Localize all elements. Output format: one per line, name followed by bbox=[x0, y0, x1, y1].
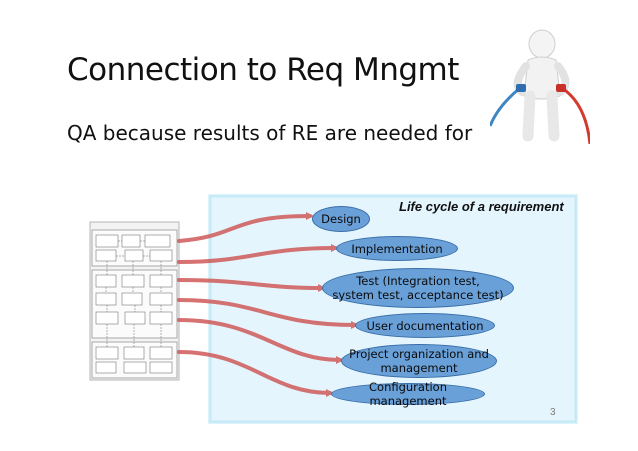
arrow-to-design bbox=[177, 212, 314, 243]
oval-implementation: Implementation bbox=[336, 236, 458, 261]
oval-user-documentation: User documentation bbox=[355, 313, 495, 338]
arrow-to-user-documentation bbox=[177, 298, 359, 329]
slide-title: Connection to Req Mngmt bbox=[67, 52, 459, 88]
arrow-to-project-organization bbox=[177, 318, 344, 364]
oval-design: Design bbox=[312, 206, 370, 232]
person-holding-cables-figure bbox=[490, 29, 590, 145]
arrow-to-test bbox=[177, 278, 326, 292]
panel-title: Life cycle of a requirement bbox=[399, 199, 564, 214]
oval-test: Test (Integration test, system test, acc… bbox=[322, 268, 514, 308]
oval-project-organization: Project organization and management bbox=[341, 344, 497, 378]
arrow-to-implementation bbox=[177, 244, 339, 264]
oval-configuration-management: Configuration management bbox=[331, 380, 485, 408]
arrow-to-configuration-management bbox=[177, 350, 334, 397]
process-diagram-thumbnail bbox=[89, 221, 180, 381]
page-number: 3 bbox=[550, 407, 556, 418]
slide-body-text: QA because results of RE are needed for bbox=[67, 121, 473, 145]
